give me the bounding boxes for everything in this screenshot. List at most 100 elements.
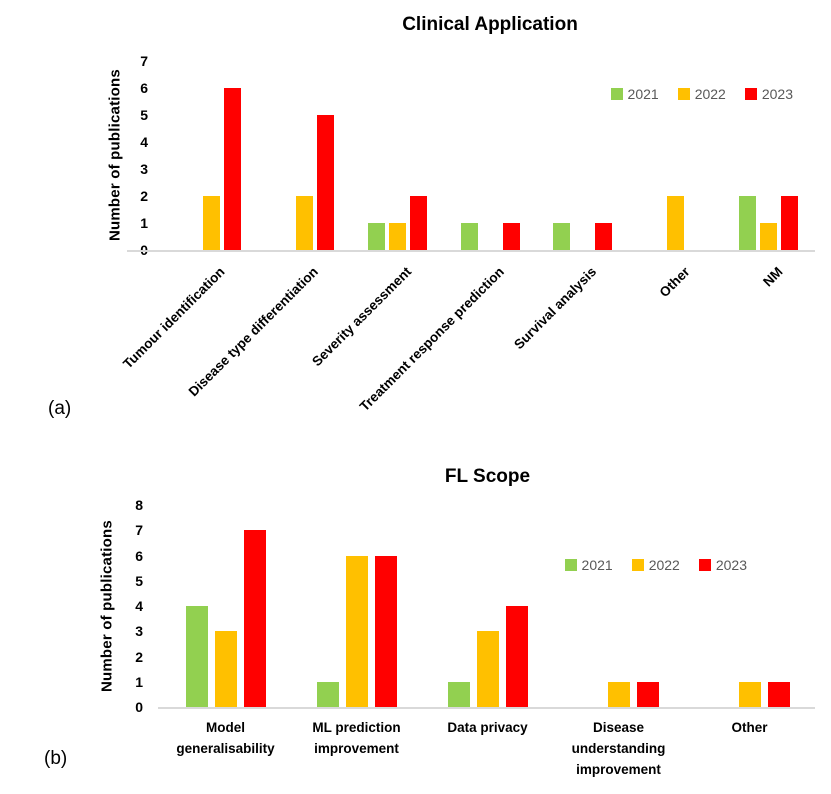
legend: 2021 2022 2023 bbox=[564, 557, 747, 573]
y-axis-ticks: 0 1 2 3 4 5 6 7 8 bbox=[0, 497, 143, 715]
y-tick-7: 7 bbox=[135, 522, 143, 539]
legend-item-2022: 2022 bbox=[631, 557, 680, 573]
bar-groups bbox=[160, 505, 815, 707]
plot-area bbox=[165, 61, 815, 250]
legend-item-2023: 2023 bbox=[698, 557, 747, 573]
bar-2023-disease-understanding-improvement bbox=[636, 681, 659, 707]
bar-2022-data-privacy bbox=[476, 631, 499, 707]
bar-2023-tumour-identification bbox=[223, 88, 241, 250]
panel-label-a: (a) bbox=[48, 398, 72, 419]
bar-group-ml-prediction-improvement bbox=[291, 555, 422, 707]
bar-group-survival-analysis bbox=[536, 223, 629, 250]
bar-group-model-generalisability bbox=[160, 530, 291, 707]
legend-swatch-2021 bbox=[610, 88, 623, 100]
bar-group-tumour-identification bbox=[165, 88, 258, 250]
y-tick-2: 2 bbox=[140, 188, 148, 204]
y-tick-6: 6 bbox=[140, 80, 148, 96]
bar-group-nm bbox=[722, 196, 815, 250]
y-tick-0: 0 bbox=[135, 699, 143, 715]
bar-2021-model-generalisability bbox=[185, 606, 208, 707]
bar-2022-model-generalisability bbox=[214, 631, 237, 707]
legend-label-2023: 2023 bbox=[715, 557, 747, 573]
bar-group-treatment-response-prediction bbox=[444, 223, 537, 250]
legend-item-2021: 2021 bbox=[564, 557, 613, 573]
bar-2023-severity-assessment bbox=[409, 196, 427, 250]
bar-group-disease-understanding-improvement bbox=[553, 681, 684, 707]
legend-swatch-2022 bbox=[631, 559, 644, 571]
bar-2021-survival-analysis bbox=[553, 223, 571, 250]
y-tick-5: 5 bbox=[140, 107, 148, 123]
legend-swatch-2023 bbox=[698, 559, 711, 571]
legend: 2021 2022 2023 bbox=[610, 86, 793, 102]
bar-2022-nm bbox=[760, 223, 778, 250]
x-label-other: Other bbox=[731, 720, 768, 735]
bar-2021-data-privacy bbox=[447, 681, 470, 707]
bar-group-other bbox=[684, 681, 815, 707]
legend-label-2022: 2022 bbox=[648, 557, 680, 573]
bar-2023-model-generalisability bbox=[243, 530, 266, 707]
x-label-ml-prediction-improvement: ML prediction improvement bbox=[312, 720, 401, 756]
y-tick-3: 3 bbox=[140, 161, 148, 177]
legend-label-2021: 2021 bbox=[581, 557, 613, 573]
legend-label-2023: 2023 bbox=[761, 86, 793, 102]
bar-2023-ml-prediction-improvement bbox=[374, 555, 397, 707]
bar-2022-disease-understanding-improvement bbox=[607, 681, 630, 707]
bar-2022-disease-type-differentiation bbox=[295, 196, 313, 250]
y-tick-1: 1 bbox=[135, 673, 143, 690]
bar-2021-severity-assessment bbox=[367, 223, 385, 250]
y-tick-4: 4 bbox=[140, 134, 148, 150]
legend-swatch-2022 bbox=[677, 88, 690, 100]
bar-2023-other bbox=[767, 681, 790, 707]
bar-2022-other bbox=[667, 196, 685, 250]
legend-item-2022: 2022 bbox=[677, 86, 726, 102]
bar-2023-survival-analysis bbox=[595, 223, 613, 250]
bar-group-other bbox=[629, 196, 722, 250]
y-tick-6: 6 bbox=[135, 547, 143, 564]
bar-2022-tumour-identification bbox=[202, 196, 220, 250]
x-label-data-privacy: Data privacy bbox=[447, 720, 528, 735]
chart-title: Clinical Application bbox=[402, 14, 578, 35]
legend-item-2023: 2023 bbox=[744, 86, 793, 102]
plot-area bbox=[160, 505, 815, 707]
x-label-severity-assessment: Severity assessment bbox=[308, 264, 414, 370]
bar-2021-nm bbox=[739, 196, 757, 250]
bar-2021-treatment-response-prediction bbox=[460, 223, 478, 250]
bar-2021-ml-prediction-improvement bbox=[316, 681, 339, 707]
x-label-tumour-identification: Tumour identification bbox=[120, 264, 229, 372]
bar-2023-nm bbox=[781, 196, 799, 250]
y-tick-1: 1 bbox=[140, 215, 148, 231]
bar-group-severity-assessment bbox=[351, 196, 444, 250]
bar-2022-severity-assessment bbox=[388, 223, 406, 250]
x-label-disease-understanding-improvement: Disease understanding improvement bbox=[571, 720, 666, 777]
y-tick-2: 2 bbox=[135, 648, 143, 665]
bar-group-disease-type-differentiation bbox=[258, 115, 351, 250]
y-tick-5: 5 bbox=[135, 572, 143, 589]
bar-group-data-privacy bbox=[422, 606, 553, 707]
x-label-other: Other bbox=[656, 264, 693, 301]
bar-2023-disease-type-differentiation bbox=[316, 115, 334, 250]
y-tick-4: 4 bbox=[135, 598, 143, 614]
legend-item-2021: 2021 bbox=[610, 86, 659, 102]
bar-2023-data-privacy bbox=[505, 606, 528, 707]
x-axis-line bbox=[127, 250, 815, 252]
x-label-treatment-response-prediction: Treatment response prediction bbox=[356, 264, 507, 415]
x-axis-line bbox=[158, 707, 815, 709]
bar-2022-ml-prediction-improvement bbox=[345, 555, 368, 707]
x-label-nm: NM bbox=[759, 264, 786, 290]
y-tick-3: 3 bbox=[135, 623, 143, 640]
x-label-survival-analysis: Survival analysis bbox=[511, 264, 600, 353]
y-tick-7: 7 bbox=[140, 53, 148, 69]
panel-label-b: (b) bbox=[44, 748, 68, 769]
x-label-model-generalisability: Model generalisability bbox=[176, 720, 275, 756]
bar-2023-treatment-response-prediction bbox=[502, 223, 520, 250]
y-tick-8: 8 bbox=[135, 497, 143, 513]
bar-2022-other bbox=[738, 681, 761, 707]
legend-label-2022: 2022 bbox=[694, 86, 726, 102]
bar-groups bbox=[165, 61, 815, 250]
legend-label-2021: 2021 bbox=[627, 86, 659, 102]
chart-title: FL Scope bbox=[444, 466, 531, 487]
legend-swatch-2023 bbox=[744, 88, 757, 100]
